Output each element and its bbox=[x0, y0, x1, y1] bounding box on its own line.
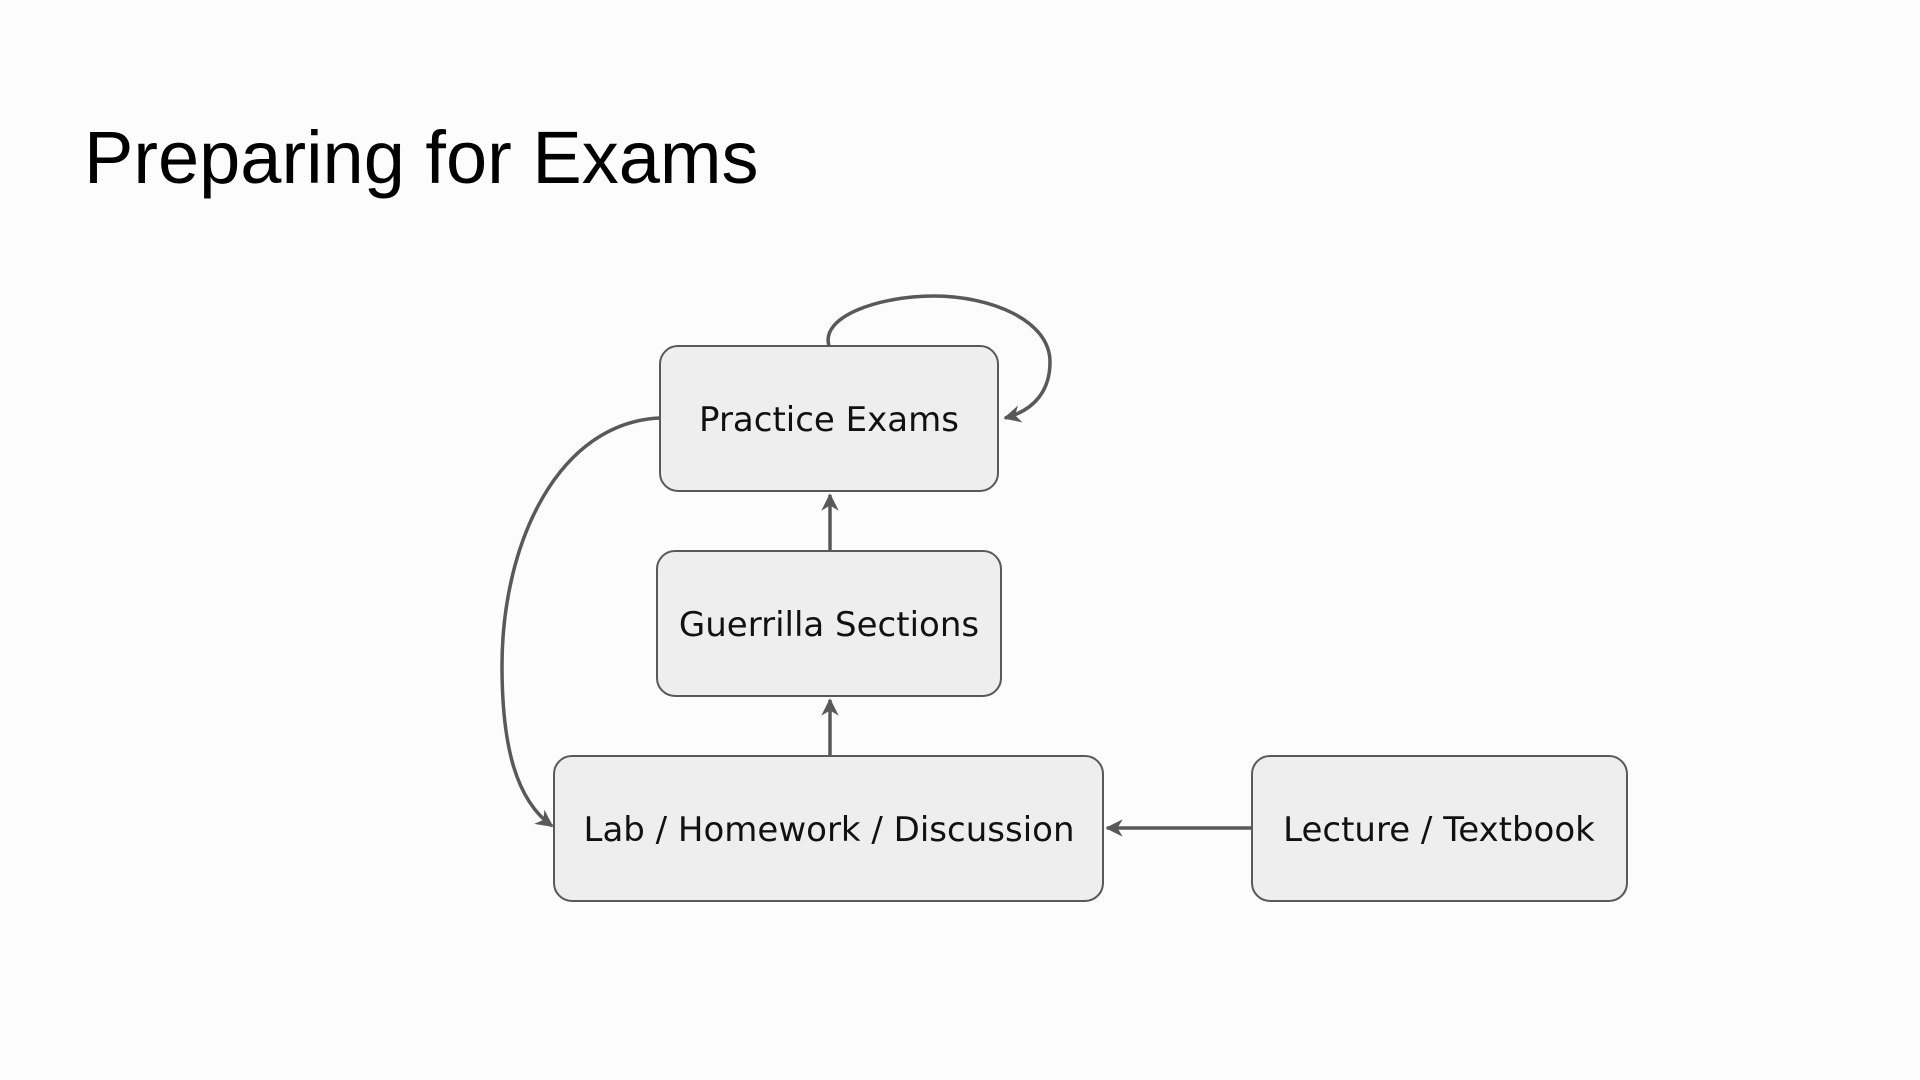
node-lab-homework-discussion: Lab / Homework / Discussion bbox=[553, 755, 1104, 902]
node-lab-homework-discussion-box bbox=[553, 755, 1104, 902]
node-guerrilla-sections-label: Guerrilla Sections bbox=[679, 605, 979, 645]
node-lab-homework-discussion-label: Lab / Homework / Discussion bbox=[584, 810, 1075, 850]
slide-title: Preparing for Exams bbox=[84, 116, 759, 199]
node-lecture-textbook: Lecture / Textbook bbox=[1251, 755, 1628, 902]
node-practice-exams-box bbox=[659, 345, 999, 492]
node-practice-exams-label: Practice Exams bbox=[699, 400, 959, 440]
node-guerrilla-sections-box bbox=[656, 550, 1002, 697]
node-guerrilla-sections: Guerrilla Sections bbox=[656, 550, 1002, 697]
edge-practice-self-loop bbox=[826, 294, 1052, 423]
node-lecture-textbook-box bbox=[1251, 755, 1628, 902]
node-practice-exams: Practice Exams bbox=[659, 345, 999, 492]
edge-practice-to-lab bbox=[500, 416, 661, 828]
node-lecture-textbook-label: Lecture / Textbook bbox=[1283, 810, 1595, 850]
